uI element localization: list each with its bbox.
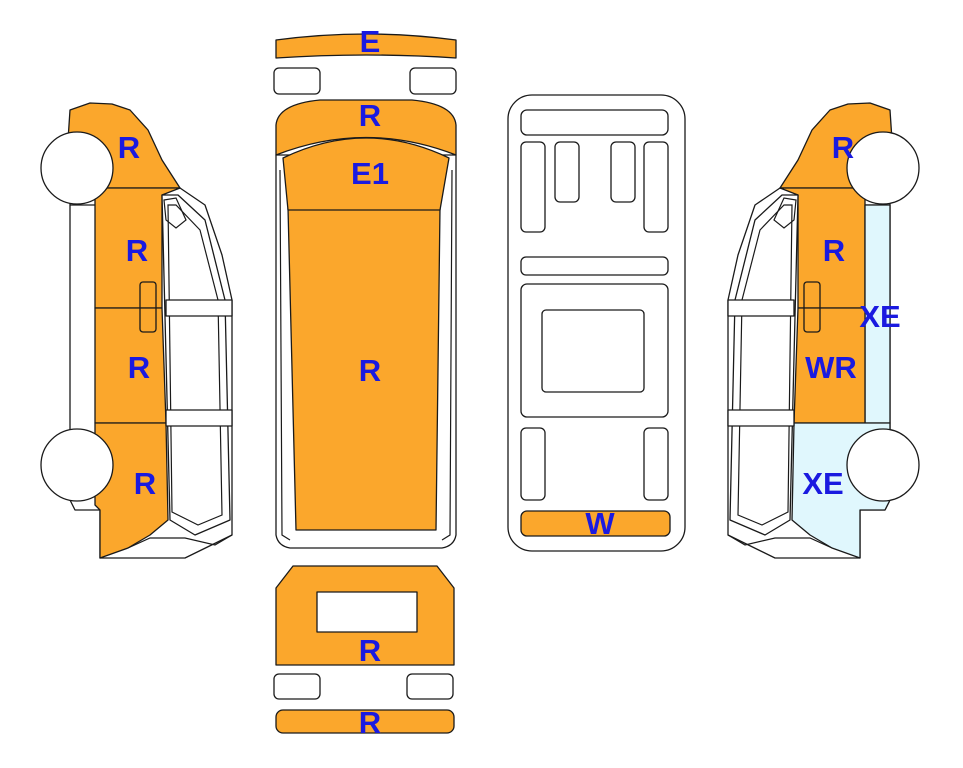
top-hood-panel[interactable]: [275, 99, 457, 156]
left-hood-code: R: [118, 130, 140, 165]
left-rear-panel-code: R: [134, 466, 156, 501]
underbody-slot-2: [554, 141, 580, 203]
left-window-inner: [167, 204, 223, 526]
left-pillar-1: [165, 299, 233, 317]
right-rear-wheel: [846, 428, 920, 502]
top-headlight-left: [273, 67, 321, 95]
right-mirror: [803, 281, 821, 333]
top-front-bumper[interactable]: [275, 33, 457, 59]
top-headlight-right: [409, 67, 457, 95]
underbody-mid-bar: [520, 256, 669, 276]
underbody-slot-6: [643, 427, 669, 501]
top-view: E R E1 R: [273, 24, 457, 549]
left-mid-panel-code: R: [128, 350, 150, 385]
left-mirror: [139, 281, 157, 333]
top-side-strip-right: [441, 169, 453, 541]
right-side-view: R R XE WR XE: [727, 102, 920, 559]
top-front-bumper-code: E: [360, 24, 381, 59]
underbody-slot-4: [643, 141, 669, 233]
right-front-door-code: R: [823, 233, 845, 268]
right-mid-upper-code: XE: [859, 299, 900, 334]
underbody-slot-3: [610, 141, 636, 203]
rear-window: [316, 591, 418, 633]
top-windshield-code: E1: [351, 156, 389, 191]
left-front-wheel: [40, 131, 114, 205]
right-sill: [727, 534, 833, 549]
top-windshield-panel[interactable]: [282, 137, 450, 211]
top-hood-code: R: [359, 98, 381, 133]
right-vent: [773, 197, 797, 229]
underbody-slot-1: [520, 141, 546, 233]
underbody-slot-5: [520, 427, 546, 501]
right-window-inner: [737, 204, 793, 526]
right-front-wheel: [846, 131, 920, 205]
left-side-view: R R R R: [40, 102, 233, 559]
rear-light-right: [406, 673, 454, 700]
rear-bumper-panel[interactable]: [275, 709, 455, 734]
underbody-center-plate: [541, 309, 645, 393]
left-front-door-panel[interactable]: [94, 187, 181, 309]
rear-door-code: R: [359, 633, 381, 668]
top-roof-code: R: [359, 353, 381, 388]
rear-light-left: [273, 673, 321, 700]
right-hood-code: R: [832, 130, 854, 165]
left-rear-wheel: [40, 428, 114, 502]
underbody-rear-bar-panel[interactable]: [520, 510, 671, 537]
right-pillar-1: [727, 299, 795, 317]
right-rear-panel-code: XE: [802, 466, 843, 501]
left-vent: [163, 197, 187, 229]
left-pillar-2: [165, 409, 233, 427]
top-side-strip-left: [279, 169, 291, 541]
left-sill: [127, 534, 233, 549]
left-front-door-code: R: [126, 233, 148, 268]
underbody-view: W: [507, 94, 686, 552]
right-mid-panel-code: WR: [805, 350, 857, 385]
rear-bumper-code: R: [359, 705, 381, 740]
right-pillar-2: [727, 409, 795, 427]
underbody-front-bar: [520, 109, 669, 136]
underbody-rear-bar-code: W: [585, 506, 615, 541]
rear-view: R R: [273, 565, 455, 740]
